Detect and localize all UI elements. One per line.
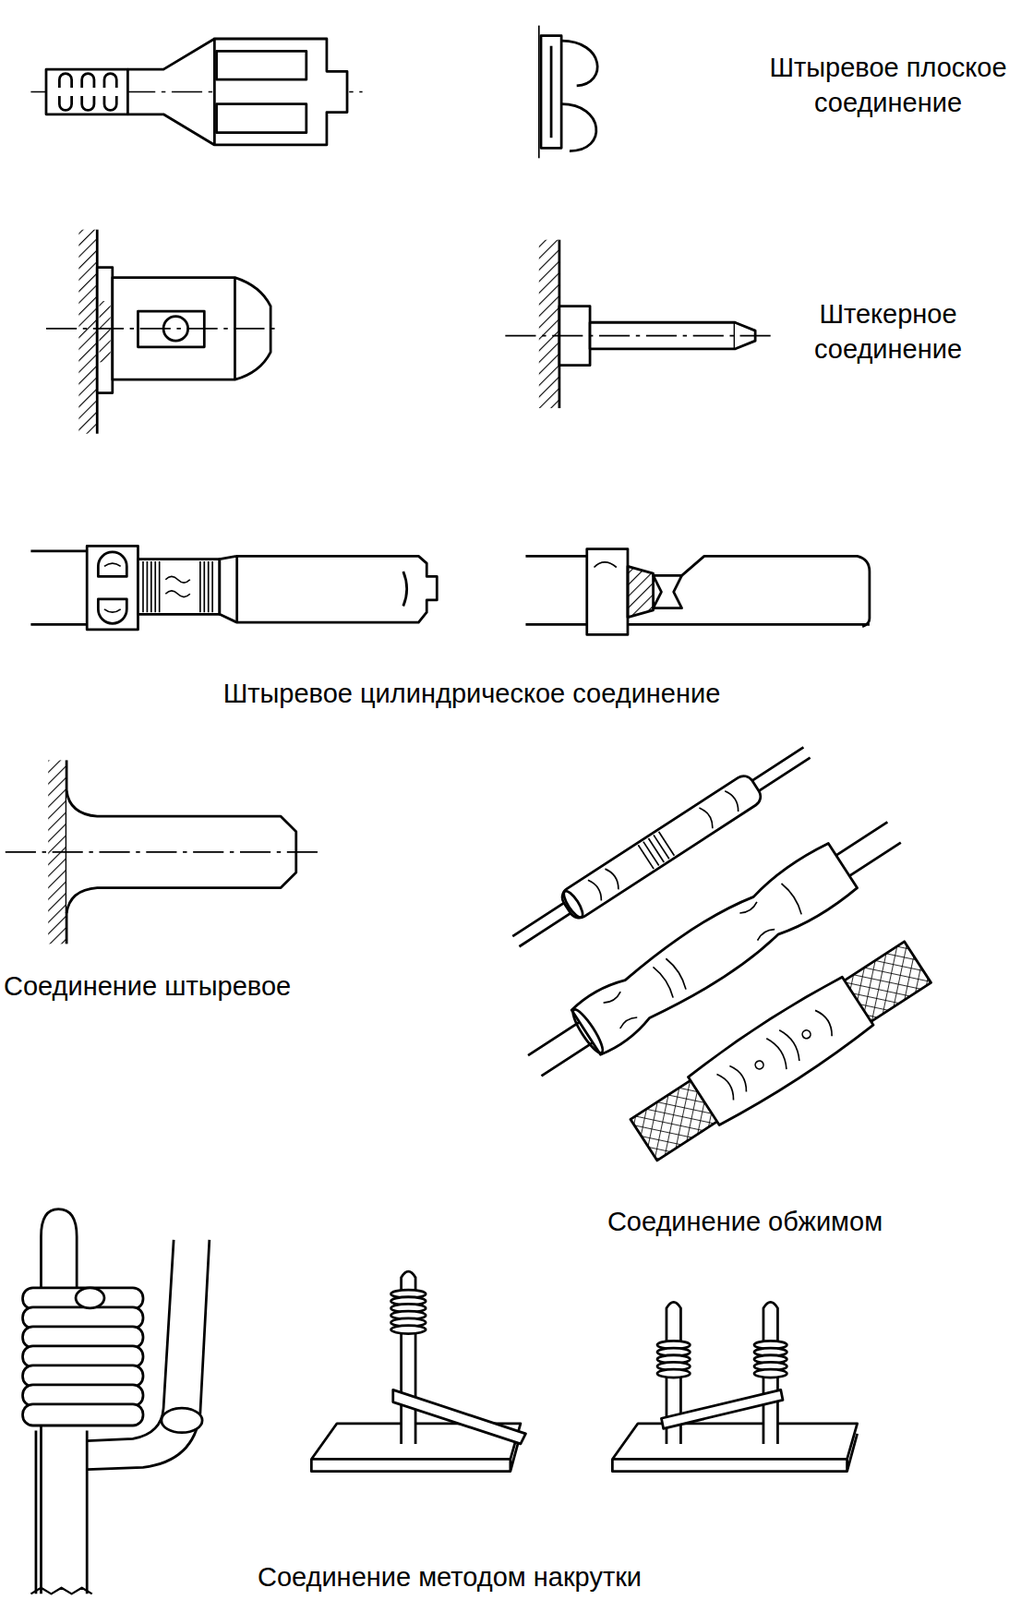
crimp-caption: Соединение обжимом [607, 1204, 883, 1240]
pin-caption: Соединение штыревое [3, 969, 291, 1005]
flat-pin-caption: Штыревое плоское соединение [749, 50, 1027, 121]
wire-wrap-caption: Соединение методом накрутки [257, 1560, 642, 1596]
plug-caption: Штекерное соединение [758, 297, 1018, 367]
wire-wrap-two-posts [612, 1301, 857, 1471]
cylindrical-caption: Штыревое цилиндрическое соединение [223, 676, 721, 712]
plug-pin [504, 240, 776, 409]
crimp-shielded-cable [625, 934, 936, 1167]
wall-pin [5, 759, 323, 944]
crimp-sleeve-large [518, 807, 910, 1090]
flat-pin-clip [539, 25, 598, 159]
flat-pin-connector [30, 38, 362, 145]
wire-wrap-detail [23, 1209, 210, 1595]
wire-wrap-single-post [311, 1271, 526, 1472]
cylindrical-socket [30, 545, 437, 630]
plug-socket [46, 229, 281, 434]
cylindrical-pin [525, 549, 869, 636]
